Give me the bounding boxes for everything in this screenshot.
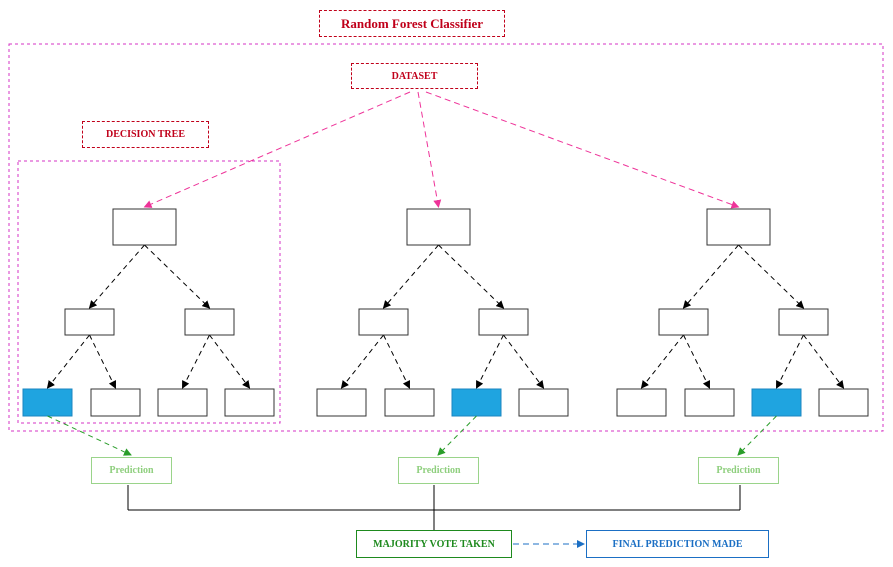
leaf-node-2 xyxy=(90,388,141,417)
prediction-arrows xyxy=(47,415,777,456)
decision-tree-1 xyxy=(22,208,275,417)
final-prediction-node: FINAL PREDICTION MADE xyxy=(586,530,769,558)
tree-edge-root-2 xyxy=(738,244,805,309)
tree-edge-leaf-4 xyxy=(209,334,251,389)
tree-edge-root-2 xyxy=(438,244,505,309)
leaf-node-2 xyxy=(384,388,435,417)
tree-edge-leaf-2 xyxy=(89,334,117,389)
tree-edge-root-1 xyxy=(682,244,739,309)
tree-edge-root-2 xyxy=(144,244,211,309)
leaf-node-4 xyxy=(818,388,869,417)
tree-edge-leaf-2 xyxy=(383,334,411,389)
leaf-node-4 xyxy=(224,388,275,417)
internal-node-1 xyxy=(358,308,409,336)
tree-edge-leaf-4 xyxy=(803,334,845,389)
tree-edge-leaf-4 xyxy=(503,334,545,389)
leaf-to-prediction-3 xyxy=(737,415,777,456)
internal-node-1 xyxy=(658,308,709,336)
majority-vote-node: MAJORITY VOTE TAKEN xyxy=(356,530,512,558)
root-node xyxy=(706,208,771,246)
vote-connector xyxy=(127,485,741,530)
tree-edge-leaf-2 xyxy=(683,334,711,389)
forest-boundary xyxy=(8,43,884,432)
tree-edge-leaf-3 xyxy=(776,334,804,389)
selected-leaf-node xyxy=(751,388,802,417)
internal-node-1 xyxy=(64,308,115,336)
prediction-node-2: Prediction xyxy=(398,457,479,484)
tree-edge-root-1 xyxy=(382,244,439,309)
root-node xyxy=(112,208,177,246)
internal-node-2 xyxy=(478,308,529,336)
dataset-to-tree-1 xyxy=(143,91,411,208)
dataset-to-tree-3 xyxy=(425,91,740,209)
dataset-arrows xyxy=(143,91,740,209)
selected-leaf-node xyxy=(22,388,73,417)
tree-edge-leaf-3 xyxy=(476,334,504,389)
dataset-node: DATASET xyxy=(351,63,478,89)
decision-tree-label: DECISION TREE xyxy=(82,121,209,148)
tree-edge-root-1 xyxy=(88,244,145,309)
leaf-to-prediction-1 xyxy=(47,415,132,456)
decision-tree-boundary xyxy=(17,160,281,424)
dataset-to-tree-2 xyxy=(417,91,442,208)
leaf-node-1 xyxy=(616,388,667,417)
tree-edge-leaf-3 xyxy=(182,334,210,389)
leaf-node-3 xyxy=(157,388,208,417)
decision-tree-2 xyxy=(316,208,569,417)
internal-node-2 xyxy=(778,308,829,336)
tree-edge-leaf-1 xyxy=(46,334,90,389)
trees xyxy=(22,208,869,417)
leaf-to-prediction-2 xyxy=(437,415,477,456)
leaf-node-4 xyxy=(518,388,569,417)
root-node xyxy=(406,208,471,246)
decision-tree-3 xyxy=(616,208,869,417)
selected-leaf-node xyxy=(451,388,502,417)
leaf-node-2 xyxy=(684,388,735,417)
tree-edge-leaf-1 xyxy=(340,334,384,389)
prediction-node-1: Prediction xyxy=(91,457,172,484)
leaf-node-1 xyxy=(316,388,367,417)
prediction-node-3: Prediction xyxy=(698,457,779,484)
diagram-title: Random Forest Classifier xyxy=(319,10,505,37)
internal-node-2 xyxy=(184,308,235,336)
tree-edge-leaf-1 xyxy=(640,334,684,389)
